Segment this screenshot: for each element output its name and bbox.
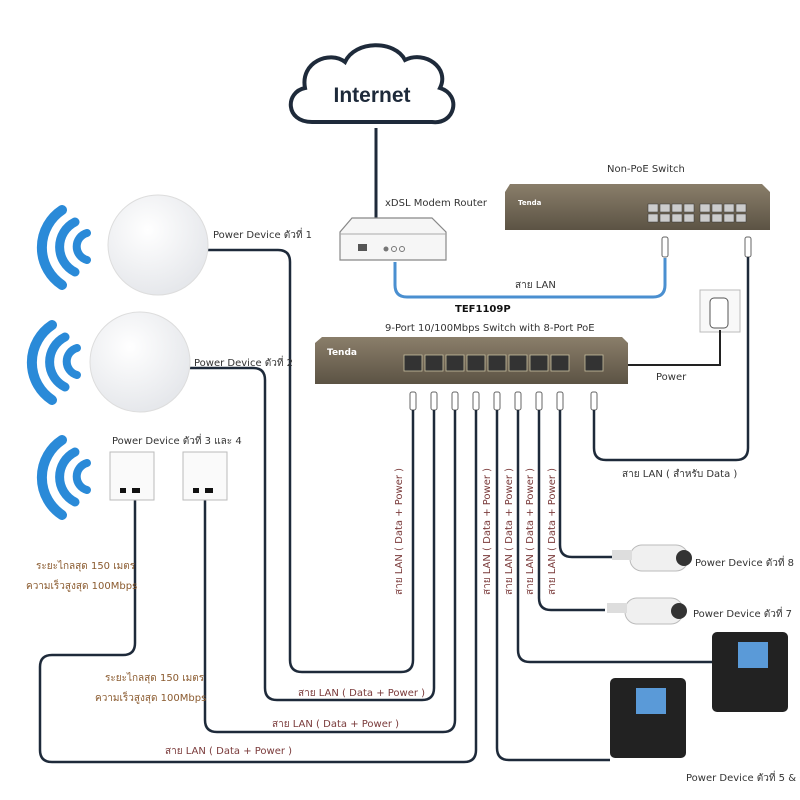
device-7-label: Power Device ตัวที่ 7: [693, 609, 793, 620]
range-speed-1: ความเร็วสูงสุด 100Mbps: [26, 581, 138, 592]
plug-icon: [661, 236, 669, 258]
router-icon: [339, 217, 447, 261]
internet-label: Internet: [333, 84, 410, 107]
non-poe-switch-brand: Tenda: [518, 199, 542, 207]
vertical-cable-label-2: สาย LAN ( Data + Power ): [482, 467, 493, 595]
router-to-switch-cable: [393, 258, 667, 299]
device-2-label: Power Device ตัวที่ 2: [194, 358, 294, 369]
cable-label-3: สาย LAN ( Data + Power ): [165, 746, 293, 757]
poe-switch-model: TEF1109P: [455, 304, 511, 315]
device-8-label: Power Device ตัวที่ 8: [695, 558, 795, 569]
range-distance-1: ระยะไกลสุด 150 เมตร: [36, 561, 136, 572]
access-point-2-icon: [89, 311, 191, 413]
vertical-cable-label-1: สาย LAN ( Data + Power ): [394, 467, 405, 595]
lan-label: สาย LAN: [515, 280, 556, 291]
poe-switch-icon: [315, 337, 628, 384]
non-poe-switch-label: Non-PoE Switch: [607, 164, 685, 175]
non-poe-switch-icon: [505, 184, 770, 230]
vertical-cable-label-5: สาย LAN ( Data + Power ): [547, 467, 558, 595]
internet-cloud-icon: [288, 43, 456, 125]
wall-plate-ap-icon: [109, 451, 228, 501]
cable-label-2: สาย LAN ( Data + Power ): [272, 719, 400, 730]
lan-cables: [38, 248, 750, 764]
power-adapter-icon: [699, 289, 741, 333]
router-label: xDSL Modem Router: [385, 198, 488, 209]
access-point-1-icon: [107, 194, 209, 296]
poe-switch-description: 9-Port 10/100Mbps Switch with 8-Port PoE: [385, 323, 595, 334]
range-speed-2: ความเร็วสูงสุด 100Mbps: [95, 693, 207, 704]
cable-label-1: สาย LAN ( Data + Power ): [298, 688, 426, 699]
range-distance-2: ระยะไกลสุด 150 เมตร: [105, 673, 205, 684]
ip-phone-icon: [610, 632, 788, 758]
wifi-icon: [26, 205, 91, 520]
power-label: Power: [656, 372, 687, 383]
device-1-label: Power Device ตัวที่ 1: [213, 230, 313, 241]
plug-icon: [744, 236, 752, 258]
port-plugs: [409, 391, 598, 411]
device-5-6-label: Power Device ตัวที่ 5 & 6: [686, 773, 800, 784]
camera-icon: [607, 544, 692, 625]
power-cable: [628, 330, 721, 366]
data-only-cable-label: สาย LAN ( สำหรับ Data ): [622, 469, 738, 480]
vertical-cable-label-3: สาย LAN ( Data + Power ): [504, 467, 515, 595]
poe-switch-brand: Tenda: [327, 348, 357, 358]
vertical-cable-label-4: สาย LAN ( Data + Power ): [525, 467, 536, 595]
device-3-4-label: Power Device ตัวที่ 3 และ 4: [112, 436, 242, 447]
